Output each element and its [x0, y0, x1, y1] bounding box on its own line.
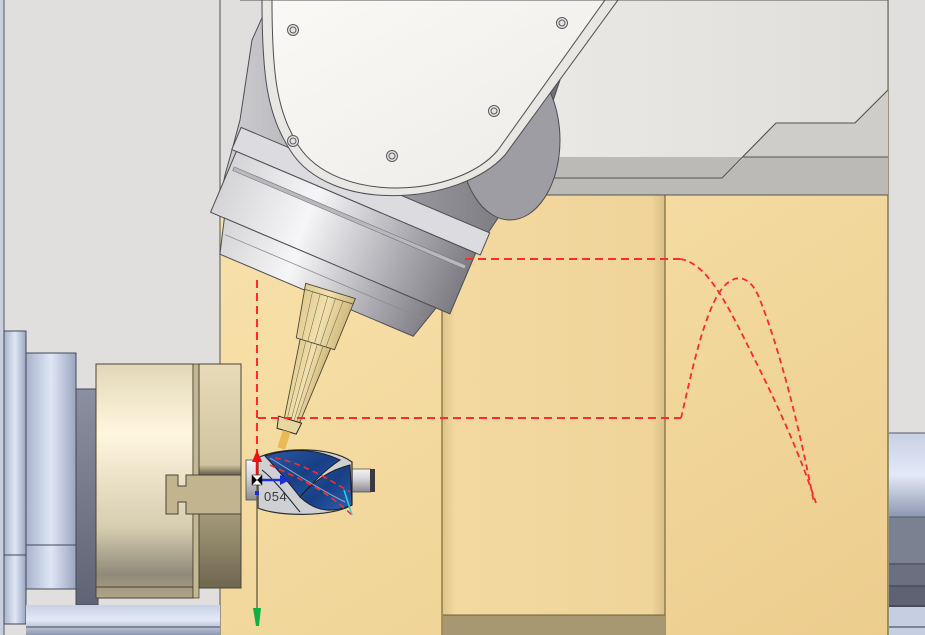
- coordinate-triad[interactable]: [251, 450, 290, 626]
- toolpath-retract-arc-2: [680, 277, 815, 504]
- lathe-spindle-assembly: [3, 330, 220, 635]
- left-edge-machine-part: [0, 0, 5, 635]
- toolpath-lines: [256, 258, 817, 516]
- robot-base: [519, 0, 889, 196]
- helical-workpiece: [245, 449, 375, 515]
- right-spindle-parts: [889, 432, 925, 635]
- lathe-chuck: [95, 363, 242, 599]
- arm-bolts: [287, 17, 568, 162]
- z-axis-arrow-icon: [253, 608, 261, 626]
- toolpath-retract-arc-1: [679, 258, 817, 504]
- contact-edge: [343, 489, 353, 516]
- robot-arm-link: [261, 0, 619, 197]
- triad-label: 054: [264, 489, 288, 504]
- tool-holder: [276, 282, 357, 450]
- y-axis-arrow-icon: [252, 450, 262, 462]
- x-axis-arrow-icon: [280, 475, 290, 485]
